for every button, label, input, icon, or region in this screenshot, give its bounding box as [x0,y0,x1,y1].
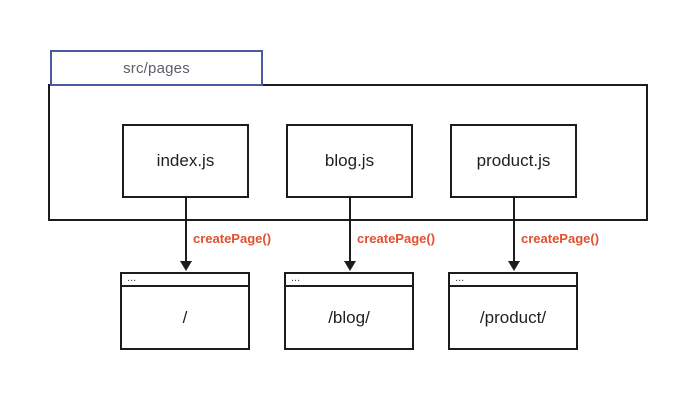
file-name: blog.js [324,151,375,170]
folder-tab: src/pages [50,50,263,86]
create-page-label: createPage() [357,231,436,246]
arrow-line [513,198,515,262]
window-titlebar: ... [286,274,412,287]
create-page-label: createPage() [521,231,600,246]
page-path: / [182,307,188,327]
window-menu-icon: ... [455,274,465,284]
window-body: / [122,287,248,348]
arrow-head-icon [508,261,520,271]
arrow-line [349,198,351,262]
arrow-line [185,198,187,262]
window-body: /blog/ [286,287,412,348]
file-box-product: product.js [450,124,577,198]
page-path: /product/ [479,307,547,327]
arrow-head-icon [180,261,192,271]
window-titlebar: ... [450,274,576,287]
window-titlebar: ... [122,274,248,287]
window-menu-icon: ... [291,274,301,284]
file-box-blog: blog.js [286,124,413,198]
file-name: index.js [156,151,215,170]
window-body: /product/ [450,287,576,348]
window-menu-icon: ... [127,274,137,284]
create-page-label: createPage() [193,231,272,246]
arrow-head-icon [344,261,356,271]
page-path: /blog/ [328,307,370,327]
browser-window-product: ... /product/ [448,272,578,350]
file-box-index: index.js [122,124,249,198]
browser-window-blog: ... /blog/ [284,272,414,350]
file-name: product.js [476,151,551,170]
browser-window-root: ... / [120,272,250,350]
folder-label: src/pages [123,59,190,77]
